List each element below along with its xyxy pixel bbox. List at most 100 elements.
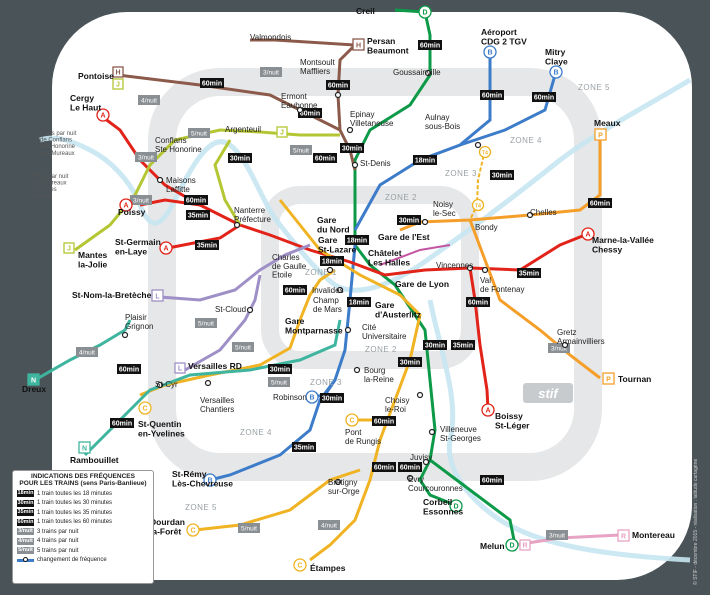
label-pontoise: Pontoise: [78, 71, 114, 81]
svg-text:A: A: [163, 246, 168, 253]
svg-text:60min: 60min: [590, 201, 610, 208]
line-e: [379, 244, 451, 266]
label-robinson: Robinson: [273, 393, 307, 402]
line-j-argenteuil: [213, 139, 242, 226]
line-p-tournan: [468, 219, 601, 380]
zone-3-label-s: ZONE 3: [310, 378, 342, 387]
svg-text:C: C: [349, 418, 354, 425]
svg-text:A: A: [100, 113, 105, 120]
svg-text:T4: T4: [482, 151, 488, 157]
svg-text:N: N: [31, 378, 36, 385]
badge-a-marne: A: [581, 227, 595, 241]
legend-box: 18min: [17, 490, 34, 498]
label-juvisy: Juvisy: [410, 453, 432, 462]
svg-text:C: C: [142, 406, 147, 413]
svg-text:30min: 30min: [425, 343, 445, 350]
zone-2-label-s: ZONE 2: [365, 345, 397, 354]
badge-b-cdg: B: [483, 45, 497, 59]
svg-text:60min: 60min: [300, 111, 320, 118]
badge-n-rambouillet: N: [78, 441, 91, 454]
svg-text:3/nuit: 3/nuit: [549, 533, 565, 540]
legend-box: 60min: [17, 518, 34, 526]
svg-text:3/nuit: 3/nuit: [551, 346, 567, 353]
svg-text:B: B: [487, 50, 492, 57]
svg-text:3/nuit: 3/nuit: [133, 198, 149, 205]
svg-text:60min: 60min: [482, 478, 502, 485]
badge-t4-bondy: T4: [471, 198, 485, 212]
line-a-cergy: [99, 113, 241, 227]
svg-text:60min: 60min: [328, 83, 348, 90]
svg-text:5/nuit: 5/nuit: [235, 345, 251, 352]
svg-text:35min: 35min: [453, 343, 473, 350]
svg-text:R: R: [621, 534, 626, 541]
svg-text:R: R: [522, 543, 527, 550]
legend-box: 30min: [17, 499, 34, 507]
svg-text:60min: 60min: [202, 81, 222, 88]
legend-text: 3 trains par nuit: [37, 528, 79, 535]
freq-badges: 60min 60min 60min 60min 60min 60min 30mi…: [110, 40, 612, 485]
line-n: [34, 319, 132, 382]
svg-text:60min: 60min: [285, 288, 305, 295]
night-badges: 3/nuit 4/nuit 5/nuit 3/nuit 5/nuit 3/nui…: [76, 67, 570, 540]
label-melun: Melun: [480, 541, 505, 551]
badge-h-pontoise: H: [112, 66, 124, 78]
svg-text:60min: 60min: [374, 465, 394, 472]
svg-text:60min: 60min: [315, 156, 335, 163]
badge-l-versailles: L: [174, 362, 186, 374]
map-background: [52, 12, 692, 580]
legend-text: 1 train toutes les 18 minutes: [37, 490, 113, 497]
badge-c-etampes: C: [293, 558, 307, 572]
svg-text:60min: 60min: [374, 419, 394, 426]
badge-b-mitry: B: [549, 65, 563, 79]
svg-text:A: A: [585, 232, 590, 239]
legend-change-text: changement de fréquence: [37, 557, 107, 564]
svg-text:P: P: [606, 377, 611, 384]
line-d-branch: [418, 459, 456, 507]
svg-text:30min: 30min: [322, 396, 342, 403]
line-b-cdg: [353, 55, 492, 231]
svg-text:D: D: [509, 543, 514, 550]
badge-t4-aulnay: T4: [478, 145, 492, 159]
zone-3-label: ZONE 3: [445, 169, 477, 178]
svg-text:60min: 60min: [534, 95, 554, 102]
svg-text:B: B: [309, 395, 314, 402]
svg-text:C: C: [190, 528, 195, 535]
label-argenteuil: Argenteuil: [225, 125, 261, 134]
svg-text:3/nuit: 3/nuit: [263, 70, 279, 77]
svg-text:B: B: [207, 478, 212, 485]
label-stdenis: St-Denis: [360, 159, 391, 168]
svg-text:18min: 18min: [349, 300, 369, 307]
legend-text: 4 trains par nuit: [37, 538, 79, 545]
label-dreux: Dreux: [22, 384, 46, 394]
badge-a-stgermain: A: [159, 241, 173, 255]
label-garedelest: Gare de l'Est: [378, 232, 430, 242]
badge-r-montereau: R: [617, 529, 630, 542]
legend-text: 5 trains par nuit: [37, 547, 79, 554]
legend-box: 5/nuit: [17, 547, 34, 555]
legend-box: 3/nuit: [17, 528, 34, 536]
svg-text:J: J: [280, 130, 284, 137]
svg-text:60min: 60min: [400, 465, 420, 472]
line-a-boissy: [468, 267, 490, 411]
line-t4: [469, 149, 486, 221]
label-versaillesrd: Versailles RD: [188, 361, 242, 371]
svg-text:5/nuit: 5/nuit: [271, 380, 287, 387]
badge-d-melun: D: [505, 538, 519, 552]
label-stnom: St-Nom-la-Bretèche: [72, 290, 152, 300]
badge-l-stnom: L: [151, 289, 164, 302]
badge-d-creil: D: [418, 5, 432, 19]
svg-text:4/nuit: 4/nuit: [141, 98, 157, 105]
